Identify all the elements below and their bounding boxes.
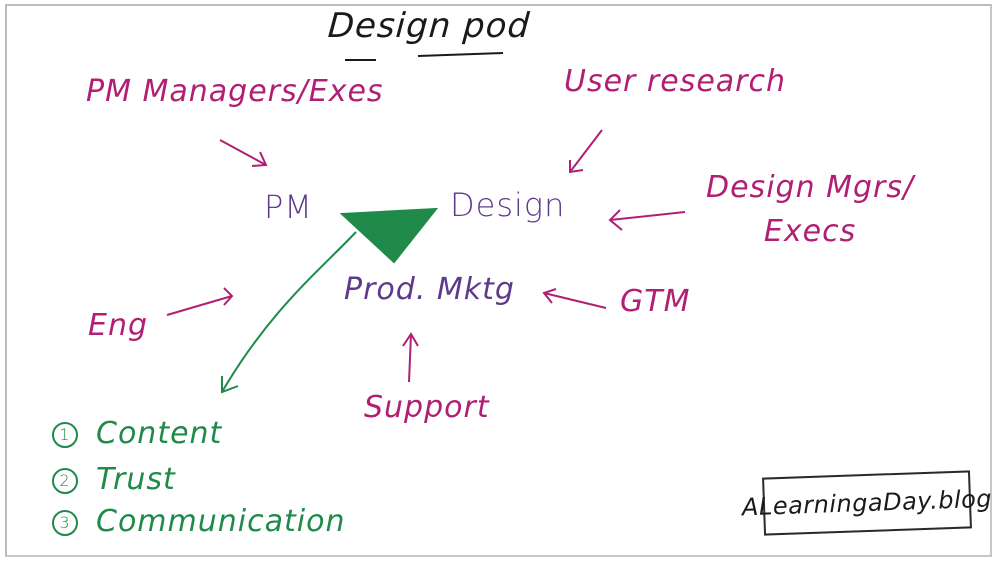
priority-item: 3 Communication [52,504,345,539]
priority-label: Content [96,416,223,451]
stakeholder-design-mgrs-line2: Execs [763,214,857,249]
whiteboard-frame [5,4,992,557]
priority-label: Trust [96,462,176,497]
priority-number-badge: 1 [52,421,78,448]
stakeholder-pm-managers: PM Managers/Exes [86,74,384,109]
core-member-pm: PM [264,188,313,226]
priority-label: Communication [96,504,346,539]
watermark-text: ALearningaDay.blog [741,484,993,522]
stakeholder-design-mgrs: Design Mgrs/ Execs [706,166,914,254]
core-member-design: Design [450,186,566,224]
stakeholder-support: Support [364,390,490,425]
stakeholder-eng: Eng [88,308,149,343]
core-member-prod-mktg: Prod. Mktg [344,272,515,307]
diagram-title: Design pod [326,6,532,46]
stakeholder-design-mgrs-line1: Design Mgrs/ [706,170,915,205]
stakeholder-gtm: GTM [620,284,691,319]
priority-number-badge: 3 [52,509,78,536]
priority-item: 2 Trust [52,462,176,497]
priority-item: 1 Content [52,416,222,451]
priority-number-badge: 2 [52,467,78,494]
stakeholder-user-research: User research [564,64,787,99]
watermark-box: ALearningaDay.blog [742,470,992,536]
